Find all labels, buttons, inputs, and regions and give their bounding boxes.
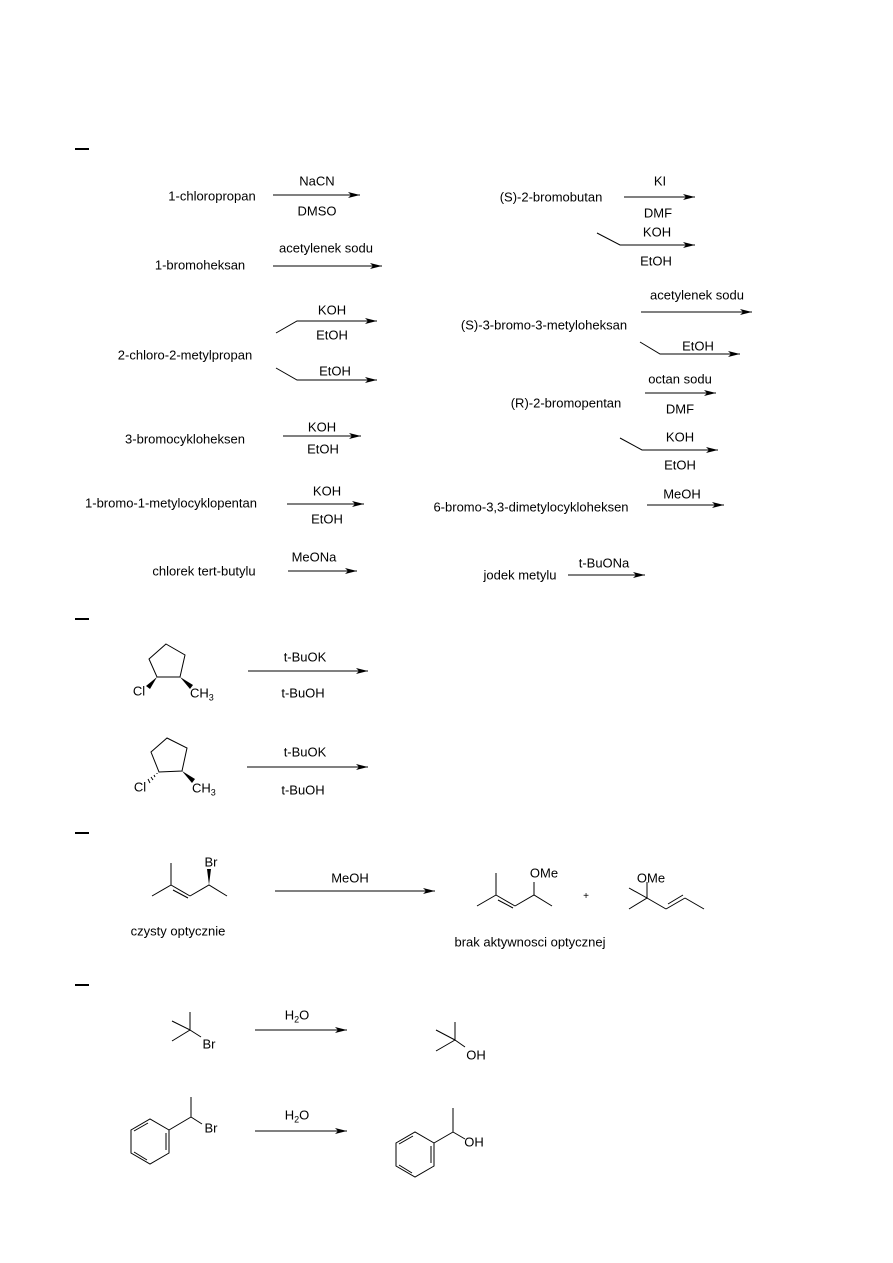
reagent-label: t-BuOK <box>283 649 327 665</box>
substrate-label: (S)-3-bromo-3-metyloheksan <box>460 317 628 333</box>
solvent-label: EtOH <box>311 511 343 527</box>
reaction-arrow <box>639 341 740 357</box>
reagent-label: EtOH <box>682 338 714 354</box>
substrate-label: jodek metylu <box>483 567 557 583</box>
product-skeleton <box>628 887 648 910</box>
section-4-marker <box>75 984 89 986</box>
section-3-marker <box>75 832 89 834</box>
plus-sign: + <box>583 891 589 902</box>
methoxy-group-label: OMe <box>529 865 559 881</box>
bromine-atom-label: Br <box>204 1120 218 1136</box>
substrate-label: 1-bromo-1-metylocyklopentan <box>85 495 257 511</box>
reagent-subscript: 2 <box>294 1014 300 1025</box>
reaction-arrow <box>275 318 377 334</box>
reagent-text: O <box>299 1107 310 1123</box>
substrate-label: 2-chloro-2-metylpropan <box>117 347 253 363</box>
methyl-subscript: 3 <box>210 787 216 798</box>
reagent-label: KOH <box>317 302 347 318</box>
reagent-label: MeONa <box>291 549 337 565</box>
benzene-ring <box>395 1131 435 1178</box>
solvent-label: DMF <box>665 401 695 417</box>
methyl-group-label: CH3 <box>190 685 214 703</box>
methyl-text: CH <box>190 685 209 701</box>
reagent-label: NaCN <box>299 173 335 189</box>
hashed-bond <box>147 773 158 784</box>
chlorine-atom-label: Cl <box>133 779 147 795</box>
substrate-label: chlorek tert-butylu <box>152 563 256 579</box>
reagent-label: t-BuONa <box>578 555 630 571</box>
hydroxyl-group-label: OH <box>464 1134 484 1150</box>
substrate-label: 3-bromocykloheksen <box>125 431 245 447</box>
reagent-label: acetylenek sodu <box>279 240 373 256</box>
cyclopentane-ring <box>148 643 186 678</box>
methoxy-group-label: OMe <box>636 870 666 886</box>
alkene-skeleton <box>151 863 172 897</box>
substrate-label: (S)-2-bromobutan <box>499 189 603 205</box>
substrate-label: 1-bromoheksan <box>154 257 246 273</box>
methyl-group-label: CH3 <box>192 780 216 798</box>
wedge-bond <box>182 771 195 783</box>
benzene-ring <box>130 1118 170 1165</box>
solvent-label: EtOH <box>664 457 696 473</box>
reaction-arrow <box>619 437 718 453</box>
solvent-label: DMSO <box>297 203 337 219</box>
solvent-label: t-BuOH <box>281 782 325 798</box>
product-skeleton <box>476 873 497 907</box>
reagent-label: KOH <box>307 419 337 435</box>
bromine-atom-label: Br <box>202 1036 216 1052</box>
reagent-label: KOH <box>665 429 695 445</box>
tert-butyl-skeleton <box>435 1022 456 1041</box>
hydroxyl-group-label: OH <box>466 1047 486 1063</box>
bromine-atom-label: Br <box>204 854 218 870</box>
reagent-label: KOH <box>642 224 672 240</box>
reagent-text: O <box>299 1007 310 1023</box>
reagent-label: KI <box>653 173 667 189</box>
solvent-label: EtOH <box>640 253 672 269</box>
reaction-arrow <box>275 367 377 383</box>
reagent-label: H2O <box>284 1007 310 1025</box>
substrate-label: 1-chloropropan <box>168 188 256 204</box>
reagent-label: t-BuOK <box>283 744 327 760</box>
cyclopentane-ring <box>150 737 188 773</box>
wedge-bond <box>146 677 157 689</box>
solvent-label: t-BuOH <box>281 685 325 701</box>
wedge-bond <box>180 677 193 689</box>
substrate-label: 6-bromo-3,3-dimetylocykloheksen <box>433 499 629 515</box>
tert-butyl-skeleton <box>171 1012 191 1031</box>
solvent-label: EtOH <box>307 441 339 457</box>
reagent-label: MeOH <box>331 870 369 886</box>
methyl-subscript: 3 <box>208 692 214 703</box>
reagent-label: H2O <box>284 1107 310 1125</box>
reagent-subscript: 2 <box>294 1114 300 1125</box>
methyl-text: CH <box>192 780 211 796</box>
substrate-label: (R)-2-bromopentan <box>510 395 622 411</box>
reagent-text: H <box>284 1007 295 1023</box>
solvent-label: EtOH <box>316 327 348 343</box>
product-note: brak aktywnosci optycznej <box>454 934 606 950</box>
reagent-label: EtOH <box>319 363 351 379</box>
reagent-text: H <box>284 1107 295 1123</box>
chlorine-atom-label: Cl <box>132 683 146 699</box>
solvent-label: DMF <box>643 205 673 221</box>
reactant-note: czysty optycznie <box>130 923 226 939</box>
reagent-label: octan sodu <box>648 371 712 387</box>
reagent-label: acetylenek sodu <box>650 287 744 303</box>
section-1-marker <box>75 148 89 150</box>
reagent-label: MeOH <box>663 486 701 502</box>
reagent-label: KOH <box>312 483 342 499</box>
reaction-arrow <box>596 232 695 248</box>
wedge-bond <box>207 869 211 885</box>
section-2-marker <box>75 618 89 620</box>
